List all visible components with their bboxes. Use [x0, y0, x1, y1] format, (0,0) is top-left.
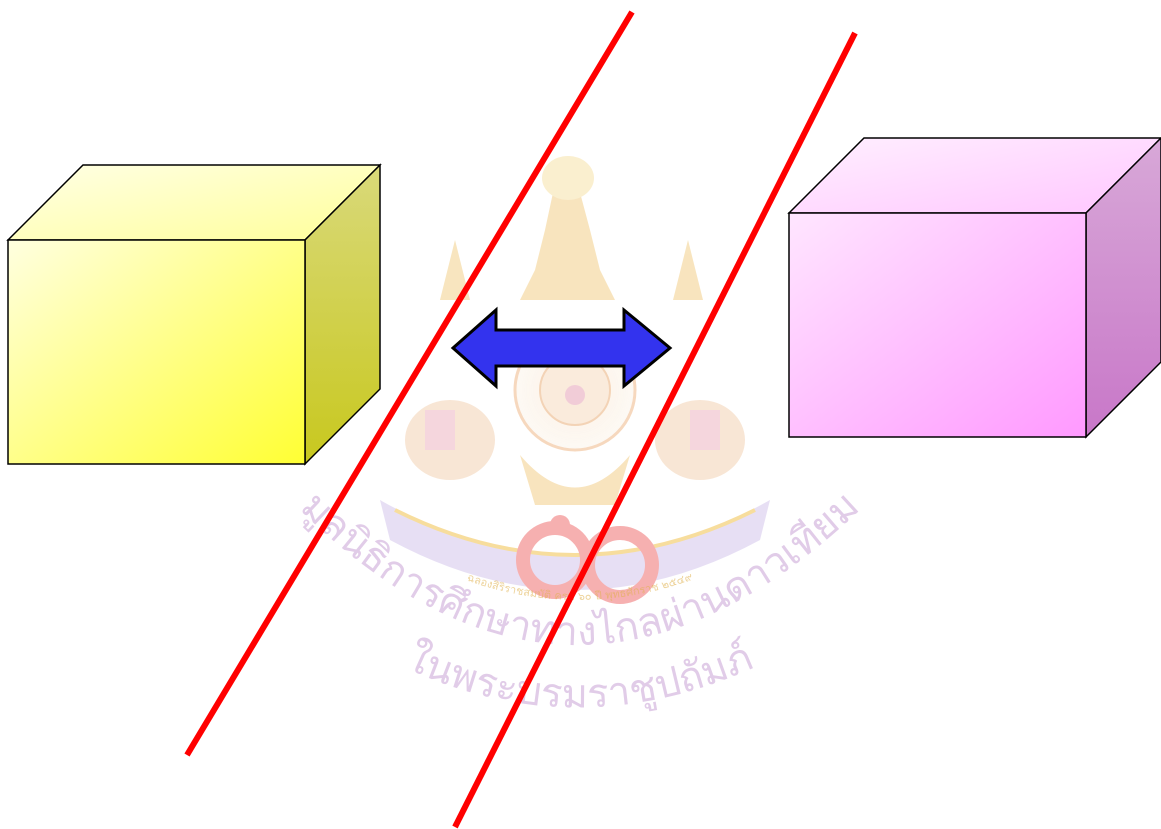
- double-headed-arrow-icon: [450, 306, 673, 390]
- red-line-right: [452, 31, 858, 829]
- pink-cube: [787, 136, 1161, 439]
- yellow-cube: [6, 163, 382, 466]
- red-line-left: [184, 10, 635, 757]
- emblem-watermark: [380, 156, 770, 604]
- watermark-text: มูลนิธิการศึกษาทางไกลผ่านดาวเทียม ในพระบ…: [292, 483, 868, 718]
